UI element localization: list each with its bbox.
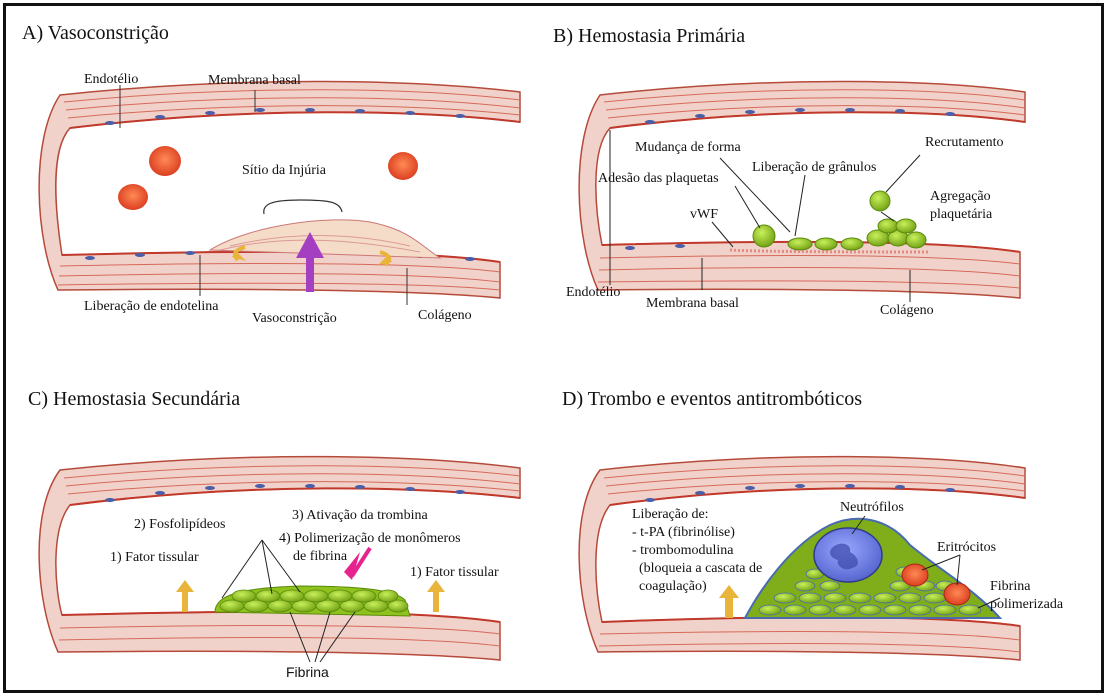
label-basal-membrane-a: Membrana basal — [208, 73, 301, 89]
platelet — [815, 238, 837, 250]
platelet — [906, 232, 926, 248]
panel-c-platelet-clot — [215, 586, 410, 616]
panel-c-title: C) Hemostasia Secundária — [28, 388, 240, 410]
red-blood-cell — [388, 152, 418, 180]
label-recruitment: Recrutamento — [925, 135, 1004, 151]
label-platelet-adhesion: Adesão das plaquetas — [598, 171, 719, 187]
platelet — [788, 238, 812, 250]
panel-d-title: D) Trombo e eventos antitrombóticos — [562, 388, 862, 410]
label-fibrin-c: Fibrina — [286, 664, 329, 680]
platelet — [896, 219, 916, 233]
label-injury-site: Sítio da Injúria — [242, 163, 326, 179]
panel-b-title: B) Hemostasia Primária — [553, 25, 745, 47]
label-thrombin-activation: 3) Ativação da trombina — [292, 508, 428, 524]
label-platelet-aggregation: Agregação plaquetária — [930, 188, 992, 224]
label-shape-change: Mudança de forma — [635, 140, 741, 156]
label-vwf: vWF — [690, 207, 718, 223]
label-endothelin-release: Liberação de endotelina — [84, 299, 218, 315]
erythrocyte — [944, 583, 970, 605]
label-basal-membrane-b: Membrana basal — [646, 296, 739, 312]
platelet — [841, 238, 863, 250]
label-tissue-factor-right: 1) Fator tissular — [410, 565, 499, 581]
label-polymerized-fibrin: Fibrina polimerizada — [990, 578, 1063, 614]
erythrocyte — [902, 564, 928, 586]
label-phospholipids: 2) Fosfolipídeos — [134, 517, 225, 533]
injury-brace — [264, 200, 342, 214]
label-granule-release: Liberação de grânulos — [752, 160, 876, 176]
label-collagen-b: Colágeno — [880, 303, 934, 319]
tissue-factor-arrow-left — [176, 580, 194, 612]
panel-a-vessel — [39, 81, 520, 298]
platelet — [870, 191, 890, 211]
red-blood-cell — [118, 184, 148, 210]
label-collagen-a: Colágeno — [418, 308, 472, 324]
label-endothelium-b: Endotélio — [566, 285, 620, 301]
label-vasoconstriction: Vasoconstrição — [252, 311, 337, 327]
panel-a-title: A) Vasoconstrição — [22, 22, 169, 44]
red-blood-cell — [149, 146, 181, 176]
tissue-factor-arrow-right — [427, 580, 445, 612]
platelet — [753, 225, 775, 247]
label-endothelium-a: Endotélio — [84, 72, 138, 88]
label-neutrophils: Neutrófilos — [840, 500, 904, 516]
label-fibrin-polymerization: 4) Polimerização de monômeros de fibrina — [279, 530, 461, 566]
platelet — [878, 219, 898, 233]
label-erythrocytes: Eritrócitos — [937, 540, 996, 556]
label-antithrombotic-release: Liberação de: - t-PA (fibrinólise) - tro… — [632, 506, 762, 596]
label-tissue-factor-left: 1) Fator tissular — [110, 550, 199, 566]
